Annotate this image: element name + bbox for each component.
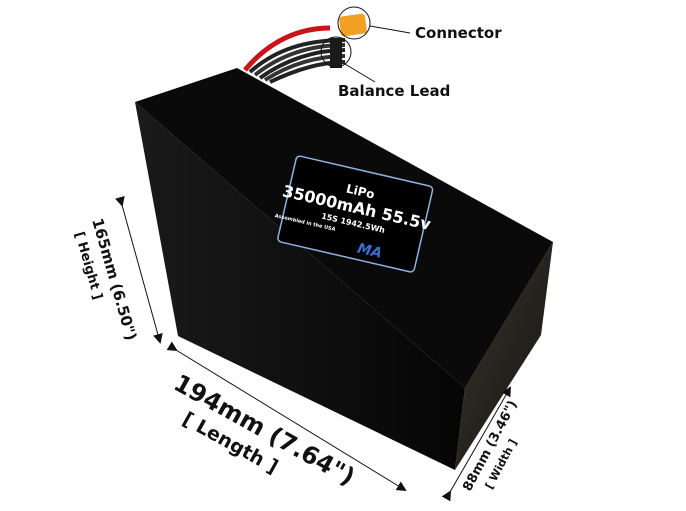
connector-plug bbox=[339, 13, 367, 37]
balance-lead-plug bbox=[330, 38, 342, 68]
connector-callout: Connector bbox=[415, 24, 502, 42]
wires bbox=[243, 25, 346, 84]
balance-lead-callout: Balance Lead bbox=[338, 82, 450, 100]
length-arrow bbox=[166, 341, 407, 492]
height-arrow bbox=[115, 195, 163, 344]
width-arrow bbox=[441, 386, 511, 502]
brand-logo: MA bbox=[356, 241, 384, 262]
label-chemistry: LiPo bbox=[345, 182, 376, 202]
battery-label: LiPo 35000mAh 55.5v 15S 1942.5Wh Assembl… bbox=[274, 155, 434, 273]
